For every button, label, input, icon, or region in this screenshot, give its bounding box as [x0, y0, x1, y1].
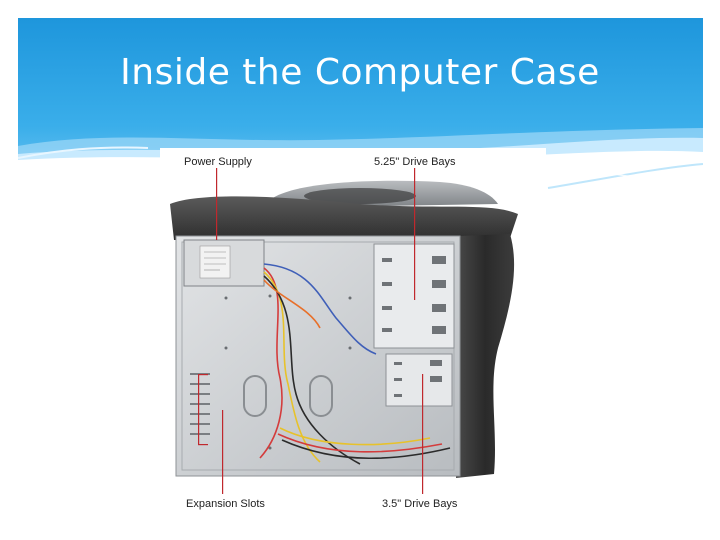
- slide-title: Inside the Computer Case: [120, 52, 600, 93]
- pointer-power-supply: [216, 168, 218, 240]
- case-top-bezel: [170, 196, 518, 240]
- label-power-supply: Power Supply: [184, 156, 252, 168]
- case-front-panel: [456, 234, 515, 478]
- pointer-expansion-slots: [222, 410, 224, 494]
- pointer-drive-bays-35: [422, 374, 424, 494]
- computer-case-diagram: Power Supply 5.25" Drive Bays Expansion …: [160, 148, 546, 520]
- drive-bay-slots-525: [382, 256, 446, 334]
- label-expansion-slots: Expansion Slots: [186, 498, 265, 510]
- motherboard-tray-cutouts: [243, 375, 333, 417]
- pointer-drive-bays-525: [414, 168, 416, 300]
- power-cables: [259, 263, 451, 465]
- computer-case-illustration: [170, 168, 518, 494]
- label-drive-bays-35: 3.5" Drive Bays: [382, 498, 458, 510]
- label-drive-bays-525: 5.25" Drive Bays: [374, 156, 456, 168]
- expansion-slot-covers: [190, 373, 210, 435]
